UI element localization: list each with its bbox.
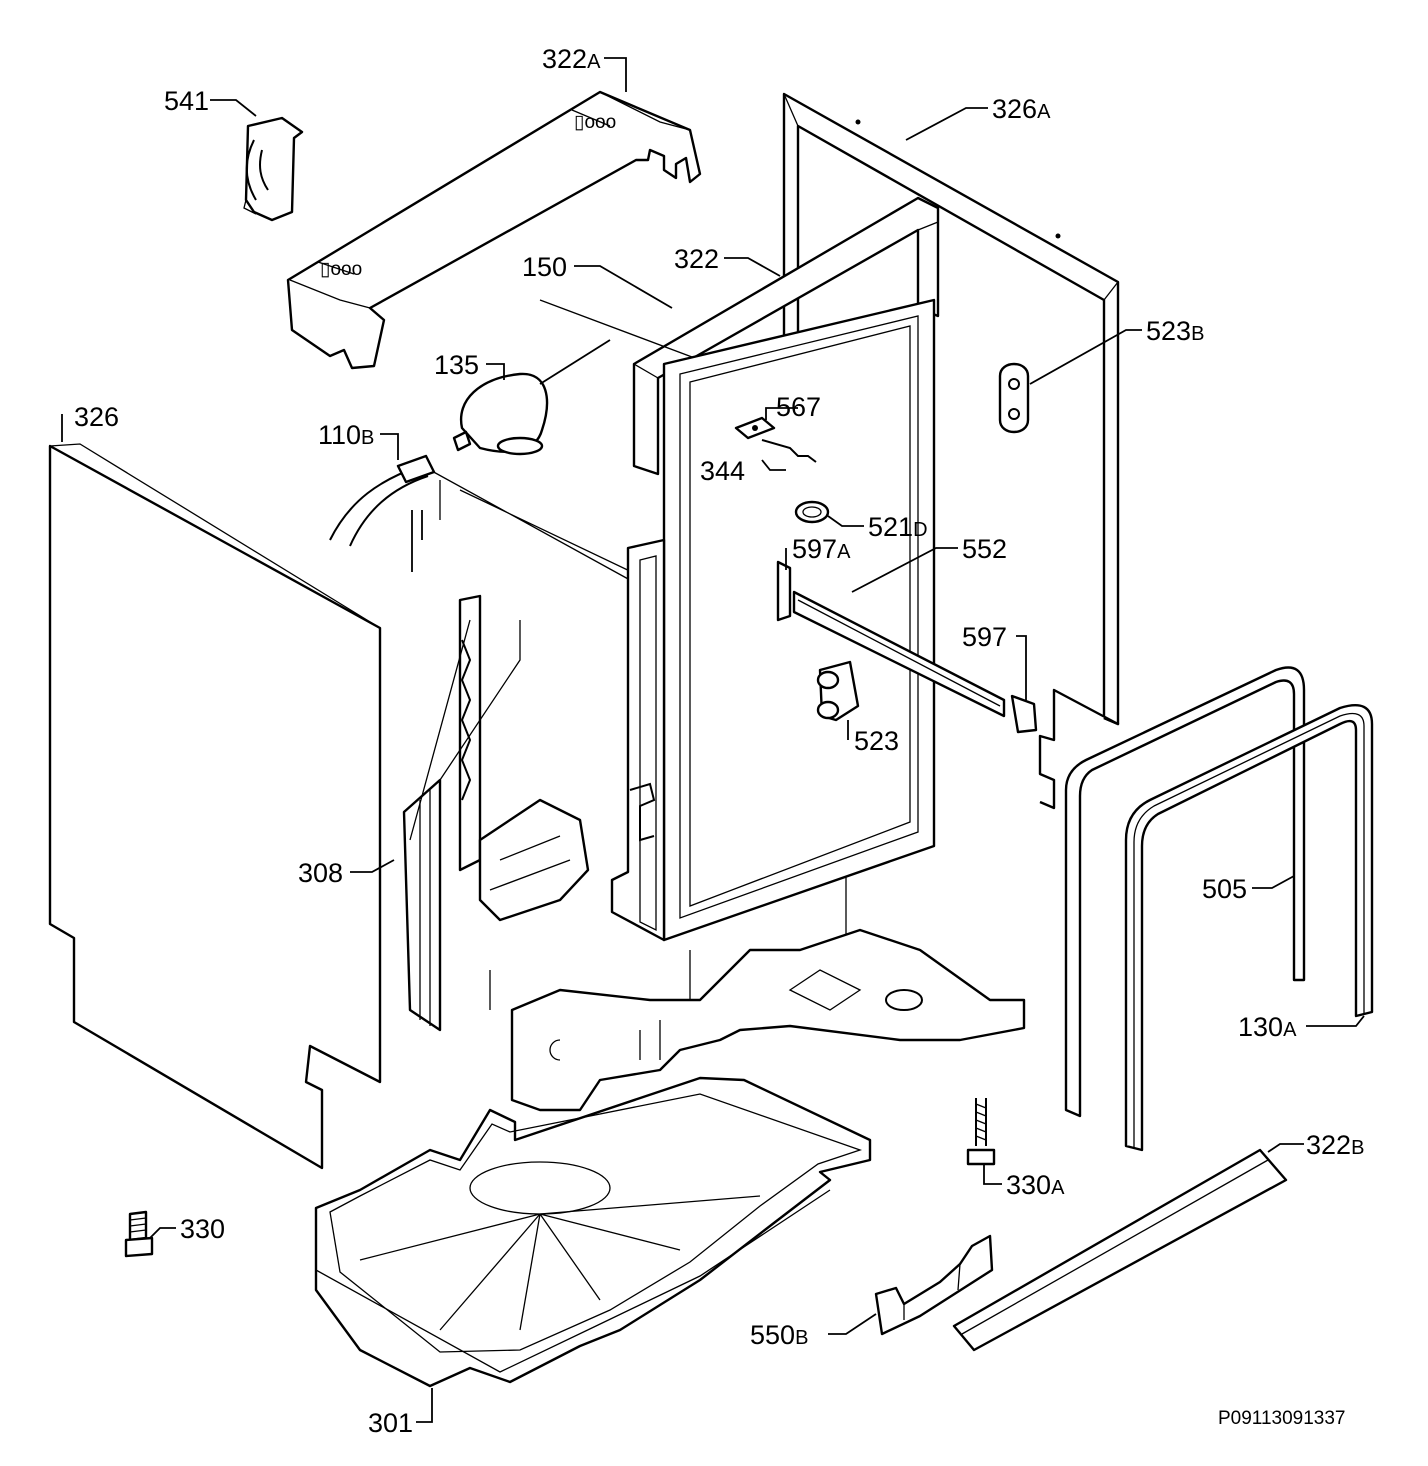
part-bracket-567 [734, 416, 776, 440]
part-seal-521d [794, 500, 830, 524]
callout-322: 322 [674, 244, 719, 274]
callout-326: 326 [74, 402, 119, 432]
part-clip-541 [243, 116, 304, 222]
callout-330: 330 [180, 1214, 225, 1244]
part-bottom-tray-301 [314, 1076, 872, 1388]
callout-150: 150 [522, 252, 567, 282]
part-gasket-130a [1124, 704, 1374, 1152]
callout-552: 552 [962, 534, 1007, 564]
callout-301: 301 [368, 1408, 413, 1438]
part-bracket-550b [874, 1234, 994, 1336]
part-side-panel-326 [48, 443, 382, 1170]
svg-text:▯ooo: ▯ooo [574, 112, 616, 133]
callout-597a: 597A [792, 534, 851, 564]
callout-521d: 521D [868, 512, 928, 542]
part-foot-330a [966, 1098, 996, 1166]
callout-523b: 523B [1146, 316, 1204, 346]
part-top-rail-322a: ▯ooo ▯ooo [286, 90, 702, 370]
callout-567: 567 [776, 392, 821, 422]
part-spring-344 [761, 439, 817, 463]
callout-322a: 322A [542, 44, 601, 74]
part-door-seal-505 [1064, 666, 1306, 1118]
callout-326a: 326A [992, 94, 1051, 124]
diagram-reference-code: P09113091337 [1218, 1408, 1346, 1429]
part-base-frame [510, 928, 1026, 1112]
callout-523: 523 [854, 726, 899, 756]
part-guide-523 [816, 660, 860, 722]
callout-505: 505 [1202, 874, 1247, 904]
part-guide-523b [998, 362, 1030, 434]
callout-344: 344 [700, 456, 745, 486]
part-door-hinge-308 [402, 594, 590, 1032]
part-clip-597 [1010, 694, 1038, 734]
callout-541: 541 [164, 86, 209, 116]
svg-text:▯ooo: ▯ooo [320, 259, 362, 280]
part-top-frame-322 [632, 196, 940, 476]
part-plinth-322b [952, 1148, 1288, 1352]
callout-130a: 130A [1238, 1012, 1297, 1042]
leader-lines [61, 57, 1365, 1423]
callout-308: 308 [298, 858, 343, 888]
part-cap-135 [452, 372, 549, 456]
callout-322b: 322B [1306, 1130, 1364, 1160]
part-rail-552 [792, 590, 1006, 718]
callout-597: 597 [962, 622, 1007, 652]
callout-labels: 541 322A 326A 150 322 523B 135 326 110B … [74, 44, 1364, 1438]
callout-330a: 330A [1006, 1170, 1065, 1200]
callout-135: 135 [434, 350, 479, 380]
part-hose-110b [329, 454, 436, 547]
part-foot-330 [124, 1210, 154, 1258]
callout-550b: 550B [750, 1320, 808, 1350]
part-tub-front-frame [610, 298, 936, 942]
part-clip-597a [776, 560, 792, 622]
callout-110b: 110B [318, 420, 374, 450]
